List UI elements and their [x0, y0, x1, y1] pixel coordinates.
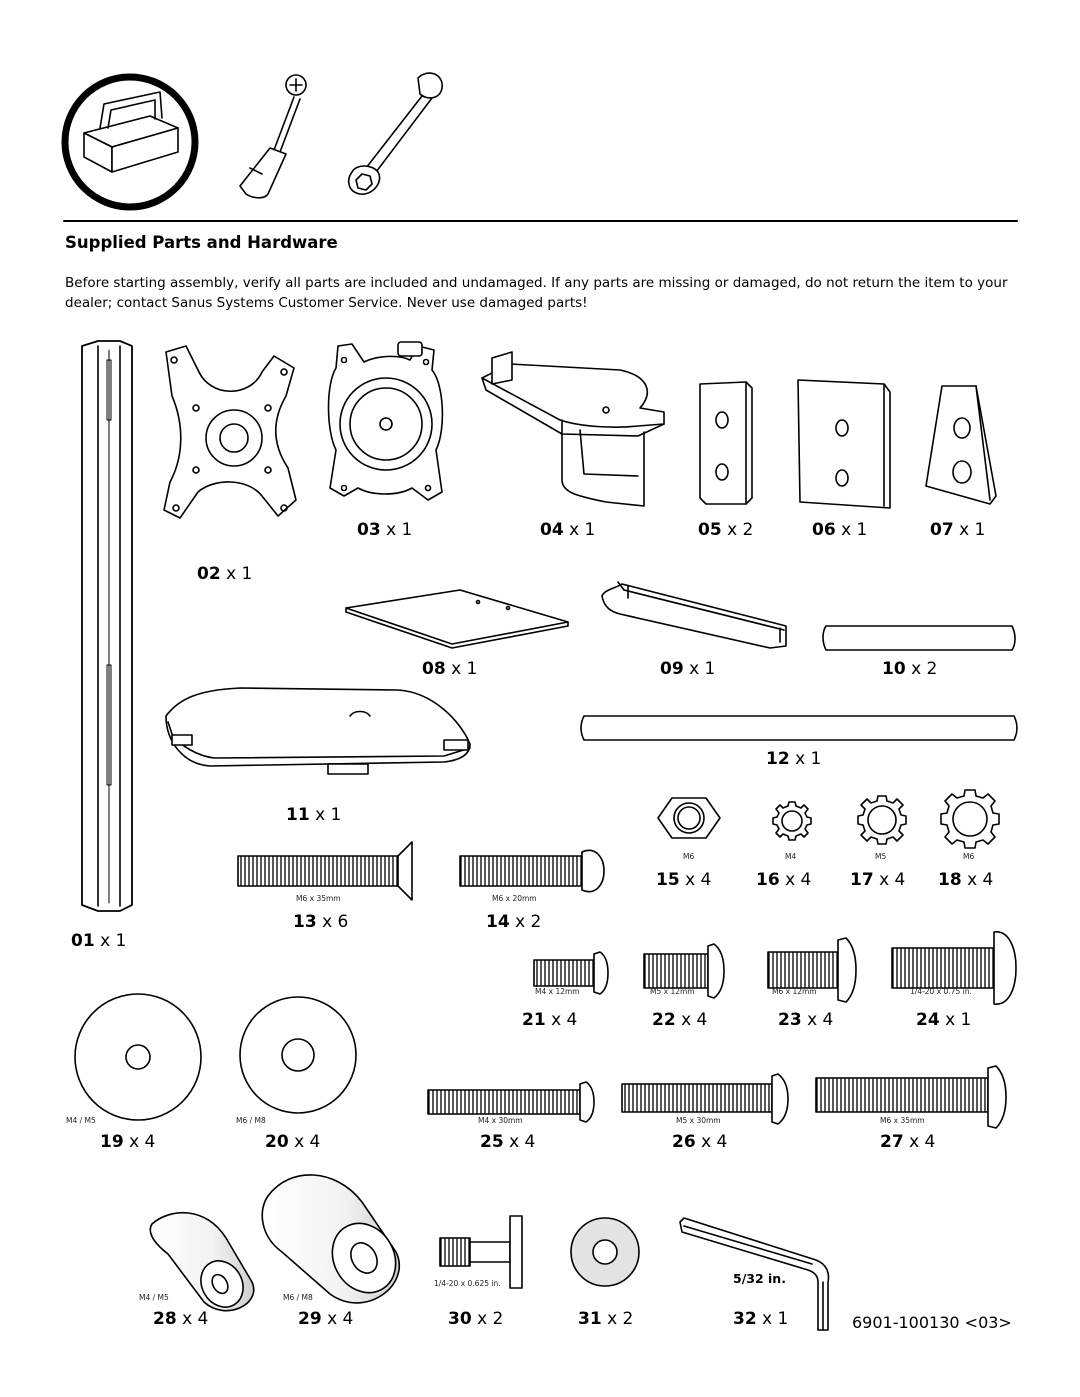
part-label-05: 05 x 2 — [698, 520, 754, 540]
part-20-washer — [239, 996, 357, 1114]
part-label-13: 13 x 6 — [293, 912, 349, 932]
size-label-15: M6 — [683, 852, 695, 861]
part-04-shelf-bracket — [481, 351, 665, 507]
size-label-23: M6 x 12mm — [772, 987, 817, 996]
part-09-channel — [601, 581, 787, 649]
part-01-column — [81, 340, 133, 912]
size-label-25: M4 x 30mm — [478, 1116, 523, 1125]
part-label-04: 04 x 1 — [540, 520, 596, 540]
size-label-13: M6 x 35mm — [296, 894, 341, 903]
wrench-icon — [347, 72, 443, 195]
part-label-23: 23 x 4 — [778, 1010, 834, 1030]
toolbox-icon — [61, 73, 199, 211]
part-label-08: 08 x 1 — [422, 659, 478, 679]
part-26-screw — [621, 1073, 789, 1125]
part-label-02: 02 x 1 — [197, 564, 253, 584]
document-number: 6901-100130 <03> — [852, 1313, 1012, 1332]
size-label-22: M5 x 12mm — [650, 987, 695, 996]
part-24-screw — [891, 931, 1017, 1005]
part-label-31: 31 x 2 — [578, 1309, 634, 1329]
size-label-14: M6 x 20mm — [492, 894, 537, 903]
part-label-22: 22 x 4 — [652, 1010, 708, 1030]
part-19-washer — [74, 993, 202, 1121]
part-14-screw — [459, 849, 605, 893]
part-label-11: 11 x 1 — [286, 805, 342, 825]
part-label-16: 16 x 4 — [756, 870, 812, 890]
size-label-18: M6 — [963, 852, 975, 861]
part-27-screw — [815, 1065, 1007, 1129]
part-label-17: 17 x 4 — [850, 870, 906, 890]
part-label-20: 20 x 4 — [265, 1132, 321, 1152]
part-label-29: 29 x 4 — [298, 1309, 354, 1329]
part-05-spacer-block — [699, 381, 753, 505]
part-30-bolt — [439, 1215, 523, 1289]
part-29-spacer — [261, 1174, 400, 1304]
part-31-washer — [570, 1217, 640, 1287]
part-18-lock-washer-icon — [940, 789, 1000, 849]
size-label-16: M4 — [785, 852, 797, 861]
size-label-21: M4 x 12mm — [535, 987, 580, 996]
part-label-32: 32 x 1 — [733, 1309, 789, 1329]
part-11-base — [165, 687, 471, 775]
part-label-24: 24 x 1 — [916, 1010, 972, 1030]
size-label-29: M6 / M8 — [283, 1293, 313, 1302]
part-15-nut-icon — [657, 797, 721, 839]
size-label-27: M6 x 35mm — [880, 1116, 925, 1125]
part-07-wedge — [925, 385, 997, 505]
part-label-03: 03 x 1 — [357, 520, 413, 540]
part-label-30: 30 x 2 — [448, 1309, 504, 1329]
part-label-09: 09 x 1 — [660, 659, 716, 679]
part-label-15: 15 x 4 — [656, 870, 712, 890]
part-25-screw — [427, 1081, 595, 1123]
size-label-28: M4 / M5 — [139, 1293, 169, 1302]
part-12-long-strip — [580, 715, 1018, 741]
size-label-26: M5 x 30mm — [676, 1116, 721, 1125]
part-08-glass-shelf — [345, 589, 569, 649]
part-label-10: 10 x 2 — [882, 659, 938, 679]
part-label-07: 07 x 1 — [930, 520, 986, 540]
part-label-14: 14 x 2 — [486, 912, 542, 932]
part-02-adapter-plate — [163, 345, 297, 519]
size-label-17: M5 — [875, 852, 887, 861]
size-label-19: M4 / M5 — [66, 1116, 96, 1125]
part-13-screw — [237, 841, 413, 901]
part-32-allen-key-icon — [679, 1217, 830, 1331]
size-label-30: 1/4-20 x 0.625 in. — [434, 1279, 501, 1288]
part-label-28: 28 x 4 — [153, 1309, 209, 1329]
size-label-20: M6 / M8 — [236, 1116, 266, 1125]
part-label-12: 12 x 1 — [766, 749, 822, 769]
intro-paragraph: Before starting assembly, verify all par… — [65, 275, 1008, 311]
part-label-25: 25 x 4 — [480, 1132, 536, 1152]
part-label-06: 06 x 1 — [812, 520, 868, 540]
part-16-lock-washer-icon — [772, 801, 812, 841]
section-title: Supplied Parts and Hardware — [65, 233, 338, 252]
part-label-26: 26 x 4 — [672, 1132, 728, 1152]
part-label-27: 27 x 4 — [880, 1132, 936, 1152]
size-label-24: 1/4-20 x 0.75 in. — [910, 987, 972, 996]
part-label-01: 01 x 1 — [71, 931, 127, 951]
part-label-21: 21 x 4 — [522, 1010, 578, 1030]
part-10-trim-strip — [822, 625, 1016, 651]
part-23-screw — [767, 937, 857, 1003]
part-label-18: 18 x 4 — [938, 870, 994, 890]
allen-key-size: 5/32 in. — [733, 1271, 786, 1286]
part-03-tilt-plate — [327, 341, 444, 501]
part-28-spacer — [149, 1212, 255, 1312]
part-06-square-plate — [797, 379, 891, 509]
part-22-screw — [643, 943, 725, 999]
part-17-lock-washer-icon — [857, 795, 907, 845]
part-21-screw — [533, 951, 609, 995]
phillips-screwdriver-icon — [239, 74, 307, 199]
part-label-19: 19 x 4 — [100, 1132, 156, 1152]
